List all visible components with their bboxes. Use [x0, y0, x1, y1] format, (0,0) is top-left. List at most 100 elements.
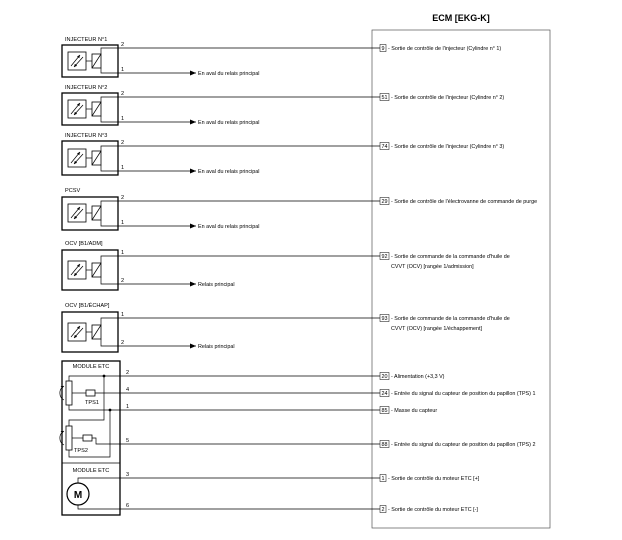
potentiometer-icon: [59, 425, 93, 451]
pin-number: 6: [126, 503, 129, 509]
internal-leads: [100, 47, 118, 74]
ecm-pin-description-line2: CVVT (OCV) [rangée 1/admission]: [391, 264, 474, 270]
ecm-pin-box: [379, 142, 390, 150]
tps2-label: TPS2: [74, 448, 88, 454]
ecm-pin: 93 - Sortie de commande de la commande d…: [379, 314, 510, 332]
pin-number: 2: [121, 195, 124, 201]
ecm-pin-description: - Sortie de commande de la commande d'hu…: [391, 316, 510, 322]
ecm-pin: 1 - Sortie de contrôle du moteur ETC [+]: [379, 474, 480, 482]
ecm-pin-number: 24: [382, 391, 388, 397]
external-connection-label: En aval du relais principal: [198, 120, 259, 126]
ecm-pin-number: 29: [382, 199, 388, 205]
tps-supply-lead: [68, 375, 120, 381]
tps2-terminal: [82, 434, 93, 442]
pin-number: 2: [121, 42, 124, 48]
ecm-pin: 24 - Entrée du signal du capteur de posi…: [379, 389, 535, 397]
ecm-pin: 88 - Entrée du signal du capteur de posi…: [379, 440, 535, 448]
ecm-pin-description: - Sortie de contrôle du moteur ETC [+]: [388, 476, 480, 482]
solenoid-valve-icon: [68, 52, 101, 70]
ecm-pin-description: - Sortie de commande de la commande d'hu…: [391, 254, 510, 260]
ecm-pin-description: - Sortie de contrôle de l'injecteur (Cyl…: [388, 46, 501, 52]
external-connection-label: Relais principal: [198, 344, 235, 350]
component-etc-module: MODULE ETC TPS1 TPS2 MODULE ETC: [59, 360, 535, 516]
ecm-pin-description: - Alimentation (+3,3 V): [391, 374, 445, 380]
ecm-pin-description: - Masse du capteur: [391, 408, 437, 414]
ecm-pin-number: 92: [382, 254, 388, 260]
component-label: OCV [B1/ÉCHAP]: [65, 302, 110, 309]
ecm-pin-number: 2: [382, 507, 385, 513]
ecm-box: [371, 29, 551, 529]
tps2-ground-lead: [68, 410, 111, 458]
motor-plus-lead: [77, 477, 120, 483]
ecm-pin-description-line2: CVVT (OCV) [rangée 1/échappement]: [391, 326, 482, 332]
ecm-pin-number: 85: [382, 408, 388, 414]
ecm-pin: 74 - Sortie de contrôle de l'injecteur (…: [379, 142, 504, 150]
internal-leads: [100, 255, 118, 285]
solenoid-valve-icon: [68, 100, 101, 118]
tps1-resistor: [65, 380, 73, 406]
internal-leads: [100, 200, 118, 227]
pin-number: 3: [126, 472, 129, 478]
pin-number: 5: [126, 438, 129, 444]
ecm-pin-number: 74: [382, 144, 388, 150]
component-box: [61, 360, 121, 516]
ecm-pin-box: [379, 440, 390, 448]
component-ocv-echap: OCV [B1/ÉCHAP] 1 93 - Sortie de commande…: [61, 302, 510, 353]
pin-number: 2: [121, 140, 124, 146]
ecm-pin: 2 - Sortie de contrôle du moteur ETC [-]: [379, 505, 478, 513]
component-injecteur-1: INJECTEUR N°1 2 9 - Sortie de contrôle d…: [61, 37, 501, 78]
pin-number: 2: [121, 91, 124, 97]
pin-number: 1: [121, 312, 124, 318]
component-box: [61, 249, 119, 291]
internal-leads: [100, 317, 118, 347]
tps2-resistor: [65, 425, 73, 451]
ecm-pin-box: [379, 93, 390, 101]
motor-section-label: MODULE ETC: [73, 468, 110, 474]
component-box: [61, 196, 119, 231]
ecm-pin-description: - Sortie de contrôle de l'électrovanne d…: [391, 199, 537, 205]
ecm-pin-box: [379, 372, 390, 380]
ecm-pin: 9 - Sortie de contrôle de l'injecteur (C…: [379, 44, 501, 52]
solenoid-valve-icon: [68, 323, 101, 341]
ecm-pin: 29 - Sortie de contrôle de l'électrovann…: [379, 197, 537, 205]
ecm-pin-box: [379, 44, 387, 52]
component-ocv-adm: OCV [B1/ADM] 1 92 - Sortie de commande d…: [61, 241, 510, 291]
component-box: [61, 92, 119, 126]
component-label: PCSV: [65, 188, 81, 194]
pin-number: 1: [121, 165, 124, 171]
tps2-signal-lead: [92, 437, 120, 445]
ecm-pin-description: - Sortie de contrôle de l'injecteur (Cyl…: [391, 144, 504, 150]
component-box: [61, 140, 119, 176]
pin-number: 2: [126, 370, 129, 376]
ecm-pin-number: 9: [382, 46, 385, 52]
ecm-pin-description: - Entrée du signal du capteur de positio…: [391, 391, 535, 397]
tps2-rotation-arrow: [59, 430, 65, 446]
ecm-pin-box: [379, 406, 390, 414]
tps1-label: TPS1: [85, 400, 99, 406]
ecm-pin: 92 - Sortie de commande de la commande d…: [379, 252, 510, 270]
tps1-rotation-arrow: [59, 385, 65, 401]
internal-leads: [100, 145, 118, 172]
tps-ground-lead: [68, 405, 120, 411]
external-connection-label: En aval du relais principal: [198, 169, 259, 175]
pin-number: 4: [126, 387, 129, 393]
external-connection-label: En aval du relais principal: [198, 224, 259, 230]
pin-number: 2: [121, 340, 124, 346]
motor-icon: M: [66, 482, 90, 506]
ecm-pin-number: 1: [382, 476, 385, 482]
component-label: INJECTEUR N°3: [65, 133, 107, 139]
internal-leads: [100, 96, 118, 123]
ecm-pin: 85 - Masse du capteur: [379, 406, 437, 414]
ecm-pin-box: [379, 197, 390, 205]
component-box: [61, 44, 119, 78]
ecm-pin-box: [379, 314, 390, 322]
component-label: MODULE ETC: [73, 364, 110, 370]
tps2-supply-lead: [68, 376, 105, 426]
ecm-pin-box: [379, 474, 387, 482]
external-connection-label: Relais principal: [198, 282, 235, 288]
ecm-pin-description: - Entrée du signal du capteur de positio…: [391, 442, 535, 448]
solenoid-valve-icon: [68, 204, 101, 222]
component-label: INJECTEUR N°1: [65, 37, 107, 43]
pin-number: 1: [121, 250, 124, 256]
